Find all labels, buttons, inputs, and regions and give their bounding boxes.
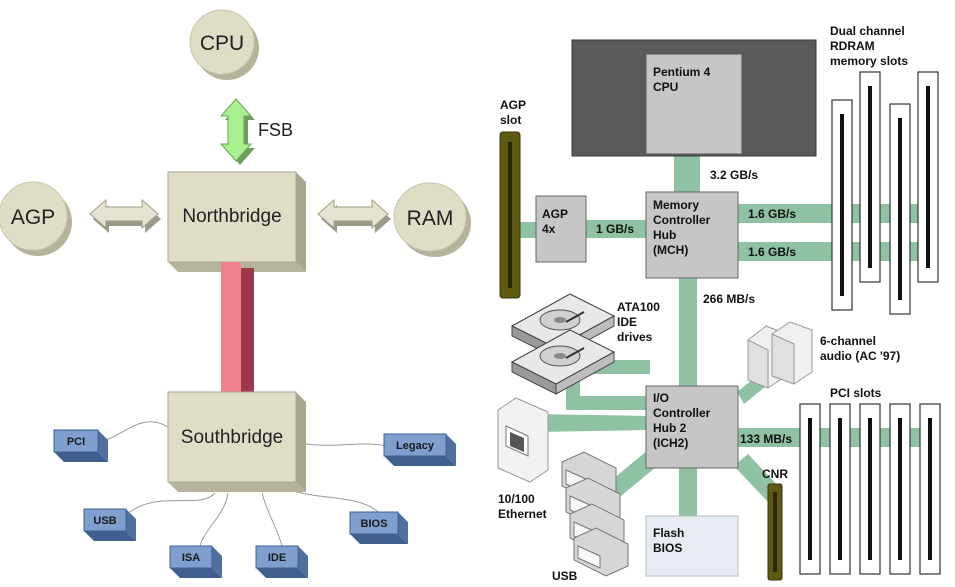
- agp-slot: AGP slot: [499, 98, 526, 299]
- ethernet-port: 10/100 Ethernet: [497, 397, 549, 521]
- mch-line1: Memory: [653, 198, 699, 212]
- pci-slots: PCI slots: [799, 386, 941, 575]
- port-legacy-label: Legacy: [396, 440, 435, 452]
- flash-line2: BIOS: [653, 541, 682, 555]
- ide-line2: IDE: [617, 315, 637, 329]
- hard-drive: [510, 329, 616, 395]
- bw-hub-label: 266 MB/s: [703, 292, 755, 306]
- ide-drives: ATA100 IDE drives: [510, 293, 660, 395]
- agp-slot-line2: slot: [500, 113, 521, 127]
- memory-slots-line2: RDRAM: [830, 39, 875, 53]
- ich-line4: (ICH2): [653, 436, 688, 450]
- port-usb-label: USB: [93, 515, 116, 527]
- ich-line3: Hub 2: [653, 421, 687, 435]
- agp4x-line1: AGP: [542, 207, 568, 221]
- port-usb: USB: [83, 508, 136, 541]
- pci-slot: [829, 403, 851, 575]
- southbridge-node: Southbridge: [167, 391, 306, 492]
- right-p4-diagram: Pentium 4 CPU AGP slot AGP 4x Memory Con…: [497, 24, 941, 583]
- audio-line2: audio (AC '97): [820, 349, 900, 363]
- ich2-chip: I/O Controller Hub 2 (ICH2): [645, 385, 739, 469]
- bw-agp-label: 1 GB/s: [596, 222, 634, 236]
- bw-pci-label: 133 MB/s: [740, 432, 792, 446]
- agp-northbridge-arrow: [89, 198, 161, 233]
- ich-line2: Controller: [653, 406, 711, 420]
- port-pci-label: PCI: [67, 436, 85, 448]
- pci-slots-label: PCI slots: [830, 386, 882, 400]
- agp-slot-line1: AGP: [500, 98, 526, 112]
- pci-slot: [919, 403, 941, 575]
- left-chipset-diagram: CPU FSB AGP Northbridge: [0, 9, 471, 578]
- pci-slot: [799, 403, 821, 575]
- port-ide: IDE: [255, 545, 308, 578]
- ethernet-line1: 10/100: [498, 492, 535, 506]
- mch-line3: Hub: [653, 228, 676, 242]
- cpu-line2: CPU: [653, 80, 678, 94]
- rdram-slots: Dual channel RDRAM memory slots: [830, 24, 939, 315]
- pci-slot: [859, 403, 881, 575]
- cpu-line1: Pentium 4: [653, 65, 711, 79]
- usb-connector: [573, 527, 629, 577]
- port-bios: BIOS: [349, 511, 408, 544]
- ram-node: RAM: [393, 182, 471, 257]
- ide-line3: drives: [617, 330, 653, 344]
- bridge-link: [221, 262, 254, 392]
- memory-slots-line3: memory slots: [830, 54, 908, 68]
- memory-slot: [859, 71, 881, 283]
- fsb-label: FSB: [258, 120, 293, 140]
- memory-slot: [831, 99, 853, 311]
- memory-slots-line1: Dual channel: [830, 24, 905, 38]
- pentium4-cpu: Pentium 4 CPU: [571, 39, 817, 157]
- mch-line2: Controller: [653, 213, 711, 227]
- bw-fsb-label: 3.2 GB/s: [710, 168, 758, 182]
- usb-ports: USB: [552, 451, 629, 583]
- agp-label: AGP: [11, 206, 55, 229]
- cnr-label: CNR: [762, 467, 788, 481]
- bw-mem2-label: 1.6 GB/s: [748, 245, 796, 259]
- ide-line1: ATA100: [617, 300, 660, 314]
- cpu-node: CPU: [189, 9, 259, 80]
- flash-bios-chip: Flash BIOS: [645, 515, 739, 577]
- southbridge-cables: [101, 421, 387, 547]
- port-bios-label: BIOS: [361, 518, 388, 530]
- usb-label: USB: [552, 569, 578, 583]
- mch-line4: (MCH): [653, 243, 688, 257]
- memory-slot: [917, 71, 939, 283]
- flash-line1: Flash: [653, 526, 684, 540]
- memory-slot: [889, 103, 911, 315]
- ram-label: RAM: [407, 207, 454, 230]
- northbridge-node: Northbridge: [167, 171, 306, 272]
- audio-speakers: 6-channel audio (AC '97): [747, 321, 900, 389]
- pci-slot: [889, 403, 911, 575]
- agp4x-chip: AGP 4x: [535, 195, 587, 263]
- ethernet-line2: Ethernet: [498, 507, 547, 521]
- port-isa: ISA: [169, 545, 222, 578]
- southbridge-label: Southbridge: [181, 427, 283, 448]
- port-pci: PCI: [53, 429, 108, 462]
- port-legacy: Legacy: [383, 433, 456, 466]
- port-isa-label: ISA: [182, 552, 200, 564]
- northbridge-ram-arrow: [317, 198, 391, 233]
- fsb-arrow: FSB: [219, 98, 293, 165]
- bw-mem1-label: 1.6 GB/s: [748, 207, 796, 221]
- agp-node: AGP: [0, 181, 72, 256]
- audio-line1: 6-channel: [820, 334, 876, 348]
- ich-line1: I/O: [653, 391, 669, 405]
- northbridge-label: Northbridge: [182, 206, 281, 227]
- cnr-slot: CNR: [762, 467, 788, 581]
- agp4x-line2: 4x: [542, 222, 556, 236]
- port-ide-label: IDE: [268, 552, 286, 564]
- mch-chip: Memory Controller Hub (MCH): [645, 191, 739, 279]
- cpu-label: CPU: [200, 32, 244, 55]
